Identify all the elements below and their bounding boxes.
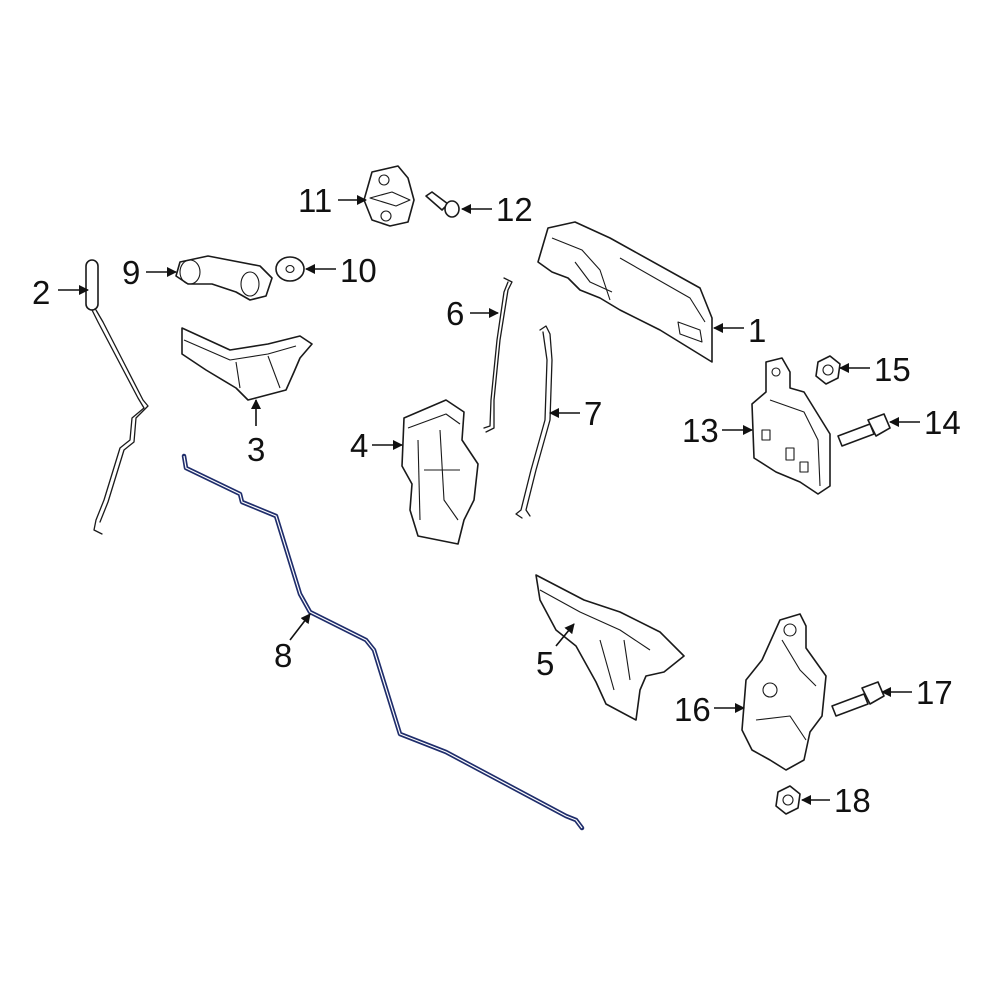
- part-15-nut: [815, 355, 841, 385]
- part-18-nut: [775, 785, 801, 815]
- callout-10: 10: [340, 252, 377, 289]
- part-8-rod-highlighted: [181, 453, 585, 831]
- callout-15: 15: [874, 351, 911, 388]
- callout-5: 5: [536, 645, 554, 682]
- leader-lines: [58, 195, 920, 805]
- callout-17: 17: [916, 674, 953, 711]
- callout-9: 9: [122, 254, 140, 291]
- callout-8: 8: [274, 637, 292, 674]
- part-1-outside-handle: [537, 221, 713, 363]
- part-7-rod: [515, 325, 553, 519]
- part-10-washer: [275, 256, 305, 282]
- part-3-bracket: [181, 327, 313, 401]
- callout-7: 7: [584, 395, 602, 432]
- callout-2: 2: [32, 274, 50, 311]
- callout-16: 16: [674, 691, 711, 728]
- part-16-latch: [741, 613, 827, 771]
- part-9-bezel: [175, 255, 273, 301]
- callout-12: 12: [496, 191, 533, 228]
- part-2-lock-rod: [85, 259, 149, 535]
- part-13-hinge-bracket: [751, 357, 831, 495]
- leader-5: [555, 623, 575, 647]
- callout-14: 14: [924, 404, 961, 441]
- part-17-bolt: [831, 681, 885, 717]
- part-6-rod: [483, 277, 513, 433]
- callout-3: 3: [247, 431, 265, 468]
- part-12-screw: [425, 191, 460, 218]
- leader-8: [289, 613, 311, 641]
- part-5-bracket: [535, 574, 685, 721]
- part-14-bolt: [837, 413, 891, 447]
- callout-6: 6: [446, 295, 464, 332]
- callout-18: 18: [834, 782, 871, 819]
- callout-11: 11: [298, 182, 332, 219]
- callout-1: 1: [748, 312, 766, 349]
- part-4-lock-actuator: [401, 399, 479, 545]
- callout-labels: 1 2 3 4 5 6 7 8 9 10 11 12 13 14 15 16 1…: [32, 182, 961, 819]
- callout-13: 13: [682, 412, 719, 449]
- callout-4: 4: [350, 427, 368, 464]
- part-11-striker: [363, 165, 415, 227]
